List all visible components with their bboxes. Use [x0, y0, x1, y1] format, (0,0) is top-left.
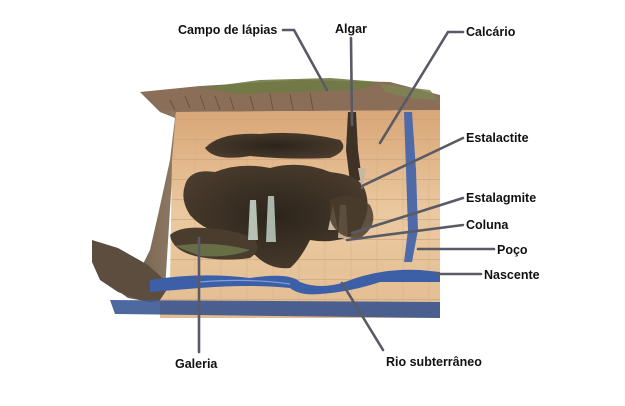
right-cavity	[330, 196, 374, 239]
column-2	[266, 196, 276, 242]
poco-shaft	[404, 112, 418, 262]
label-estalagmite: Estalagmite	[466, 191, 537, 205]
label-calcario: Calcário	[466, 25, 516, 39]
leader-estalactite	[360, 136, 465, 188]
label-campo-de-lapias: Campo de lápias	[178, 23, 278, 37]
leader-estalagmite	[350, 196, 465, 235]
lapies-grooves	[169, 92, 314, 111]
leader-campo	[281, 28, 329, 92]
river-bottom	[110, 300, 440, 318]
leader-calcario	[378, 30, 465, 145]
leader-algar	[349, 36, 354, 127]
cliff-face	[92, 92, 176, 302]
label-algar: Algar	[335, 22, 367, 36]
leader-rio	[340, 281, 385, 352]
label-galeria: Galeria	[175, 357, 218, 371]
surface-grass	[200, 78, 380, 94]
estalactite-shape	[358, 168, 366, 190]
lower-gallery-floor	[175, 243, 250, 257]
river-highlight	[199, 279, 291, 285]
main-chamber	[183, 164, 368, 269]
underground-river	[150, 269, 440, 295]
surface-grass-2	[380, 84, 438, 100]
algar-shaft	[346, 112, 362, 182]
label-nascente: Nascente	[484, 268, 540, 282]
label-coluna: Coluna	[466, 218, 509, 232]
upper-gallery	[205, 132, 344, 159]
leader-coluna	[345, 223, 465, 242]
column-1	[248, 200, 258, 240]
leader-lines	[197, 28, 496, 354]
label-poco: Poço	[497, 243, 528, 257]
label-estalactite: Estalactite	[466, 131, 529, 145]
label-rio-subterraneo: Rio subterrâneo	[386, 355, 482, 369]
